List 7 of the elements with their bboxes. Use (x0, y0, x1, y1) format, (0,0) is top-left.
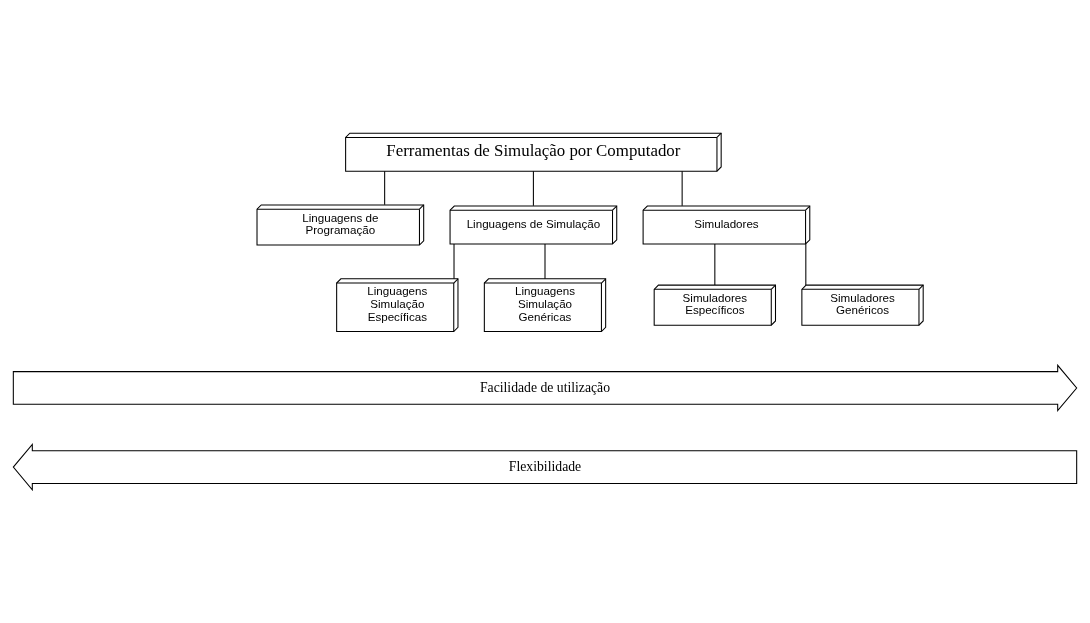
connector (714, 243, 716, 286)
connector (384, 170, 386, 206)
connector (681, 170, 683, 207)
connector (805, 243, 807, 286)
connector (544, 243, 546, 280)
connector (453, 243, 455, 280)
connector (532, 170, 534, 207)
